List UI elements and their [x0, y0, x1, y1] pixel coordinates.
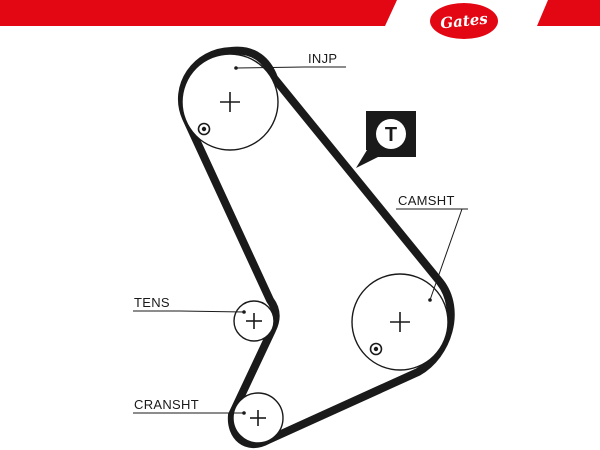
tensioner-tag-icon: [376, 119, 406, 149]
tensioner-tag-letter: T: [385, 124, 397, 146]
gates-logo: Gates: [430, 3, 498, 39]
injection-pump-pulley: [181, 53, 279, 151]
brand-stripe-left: [0, 0, 397, 26]
injp-leader-line: [235, 66, 346, 69]
tensioner-tag: T: [356, 111, 416, 168]
camshaft-pulley: [351, 273, 449, 371]
brand-stripe-right: [537, 0, 600, 26]
camshaft-label: CAMSHT: [398, 193, 455, 208]
crankshaft-pulley: [232, 392, 284, 444]
crankshaft-label: CRANSHT: [134, 397, 199, 412]
gates-logo-text: Gates: [439, 10, 489, 33]
tensioner-label: TENS: [134, 295, 170, 310]
injection-pump-label: INJP: [308, 51, 337, 66]
camsht-leader-line: [429, 208, 468, 301]
tens-leader-line: [133, 310, 245, 313]
tensioner-pulley: [233, 300, 275, 342]
